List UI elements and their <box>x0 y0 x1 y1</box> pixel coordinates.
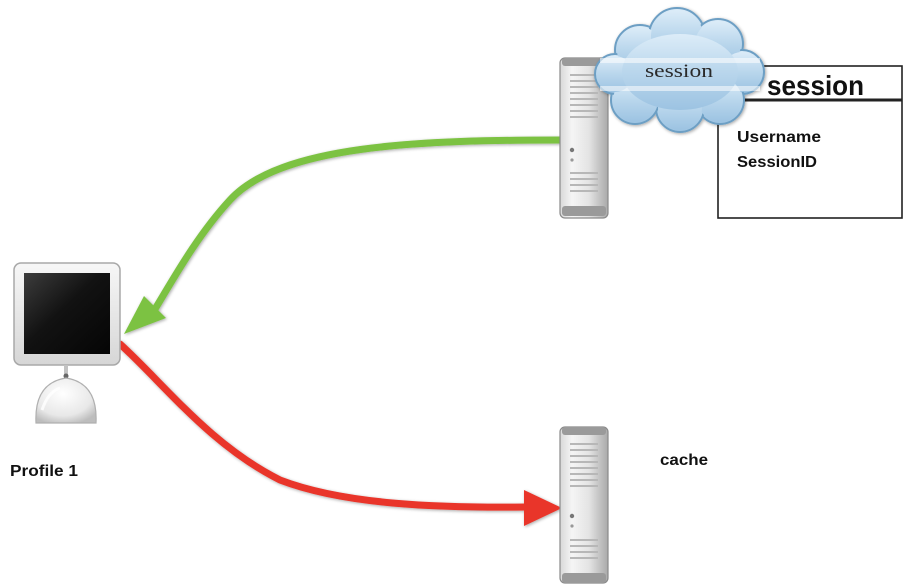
session-box-title: session <box>767 70 864 101</box>
session-cloud-label: session <box>645 61 714 82</box>
cache-label: cache <box>660 452 708 469</box>
cache-server-tower-icon <box>559 426 609 584</box>
arrow-session-to-client <box>124 136 566 334</box>
session-field-username: Username <box>737 129 821 146</box>
client-computer-icon <box>13 262 121 424</box>
session-cloud-icon: session <box>594 7 765 133</box>
client-label: Profile 1 <box>10 463 78 480</box>
session-server-tower-icon <box>559 57 609 219</box>
arrow-client-to-cache <box>116 340 562 526</box>
session-field-sessionid: SessionID <box>737 154 817 171</box>
